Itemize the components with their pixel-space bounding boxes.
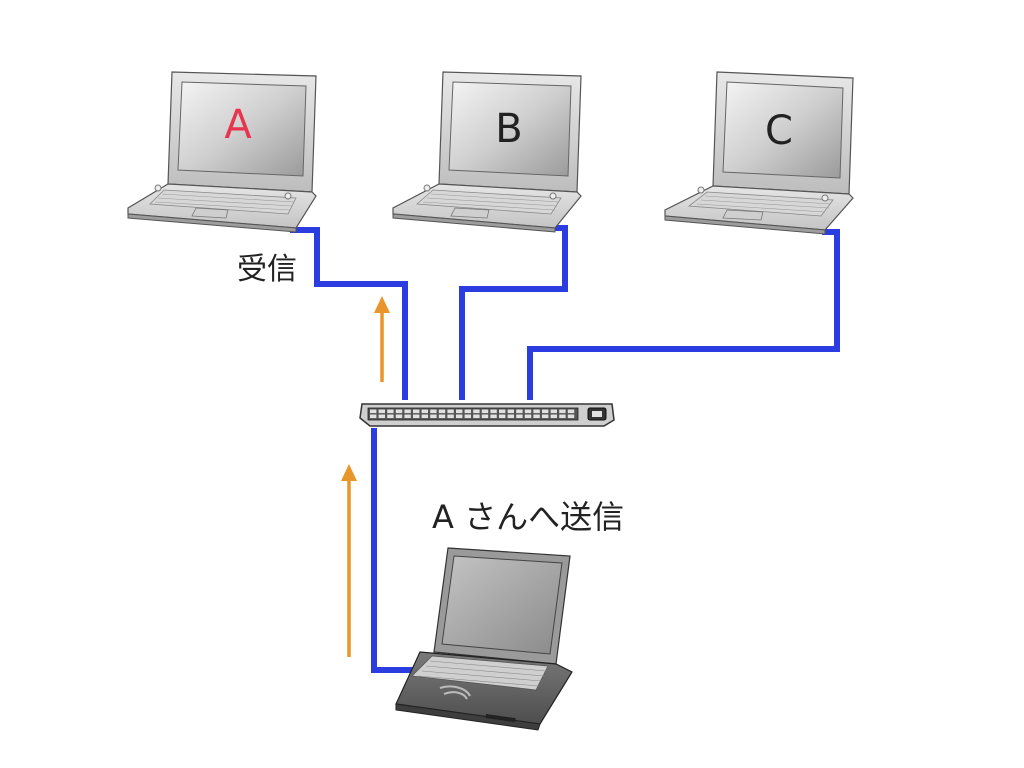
laptop-label-a: A: [224, 102, 252, 148]
send-label: A さんへ送信: [432, 498, 624, 536]
laptop-b[interactable]: B: [393, 72, 581, 232]
switch-port: [387, 410, 393, 414]
switch-port: [447, 410, 453, 414]
switch-port: [439, 410, 445, 414]
switch-port: [413, 410, 419, 414]
switch-port: [533, 415, 539, 419]
switch-port: [473, 415, 479, 419]
switch-port: [439, 415, 445, 419]
switch-port: [551, 410, 557, 414]
switch-port: [482, 415, 488, 419]
switch-port: [525, 410, 531, 414]
sender-laptop[interactable]: [396, 548, 572, 730]
switch-port: [396, 410, 402, 414]
switch-port: [482, 410, 488, 414]
laptop-c[interactable]: C: [665, 72, 853, 234]
arrow-up-from-sender: [341, 464, 357, 657]
switch-port: [559, 415, 565, 419]
switch-port: [516, 410, 522, 414]
cable-a: [290, 230, 405, 400]
switch-port: [533, 410, 539, 414]
switch-port: [430, 415, 436, 419]
cable-c: [530, 232, 837, 400]
switch-port: [379, 415, 385, 419]
cable-b: [462, 228, 565, 400]
switch-port: [379, 410, 385, 414]
switch-port: [559, 410, 565, 414]
switch-port: [490, 415, 496, 419]
switch-port: [447, 415, 453, 419]
switch-port: [430, 410, 436, 414]
switch-port: [404, 410, 410, 414]
switch-port: [387, 415, 393, 419]
switch-port: [370, 410, 376, 414]
switch-port: [508, 415, 514, 419]
laptop-a[interactable]: A: [128, 72, 316, 232]
switch-port: [456, 410, 462, 414]
switch-port: [473, 410, 479, 414]
switch-port: [413, 415, 419, 419]
switch-port: [404, 415, 410, 419]
receive-label: 受信: [237, 252, 297, 287]
switch-port: [396, 415, 402, 419]
switch-port: [456, 415, 462, 419]
arrows: [341, 296, 390, 657]
switch-port: [465, 410, 471, 414]
switch-port: [499, 410, 505, 414]
switch-port: [422, 415, 428, 419]
laptop-label-c: C: [765, 108, 793, 154]
switch-port: [551, 415, 557, 419]
switch-port: [568, 410, 574, 414]
arrow-up-to-receiver: [374, 296, 390, 382]
switch-port: [508, 410, 514, 414]
switch-port: [422, 410, 428, 414]
switch-port: [370, 415, 376, 419]
switch-port: [490, 410, 496, 414]
switch-port: [499, 415, 505, 419]
switch-port: [465, 415, 471, 419]
switch-port: [542, 415, 548, 419]
cable-sender: [374, 428, 420, 670]
switch-port: [516, 415, 522, 419]
laptop-label-b: B: [495, 106, 522, 152]
switch-port: [525, 415, 531, 419]
switch-port: [568, 415, 574, 419]
switch-port: [542, 410, 548, 414]
network-switch[interactable]: [360, 404, 614, 426]
